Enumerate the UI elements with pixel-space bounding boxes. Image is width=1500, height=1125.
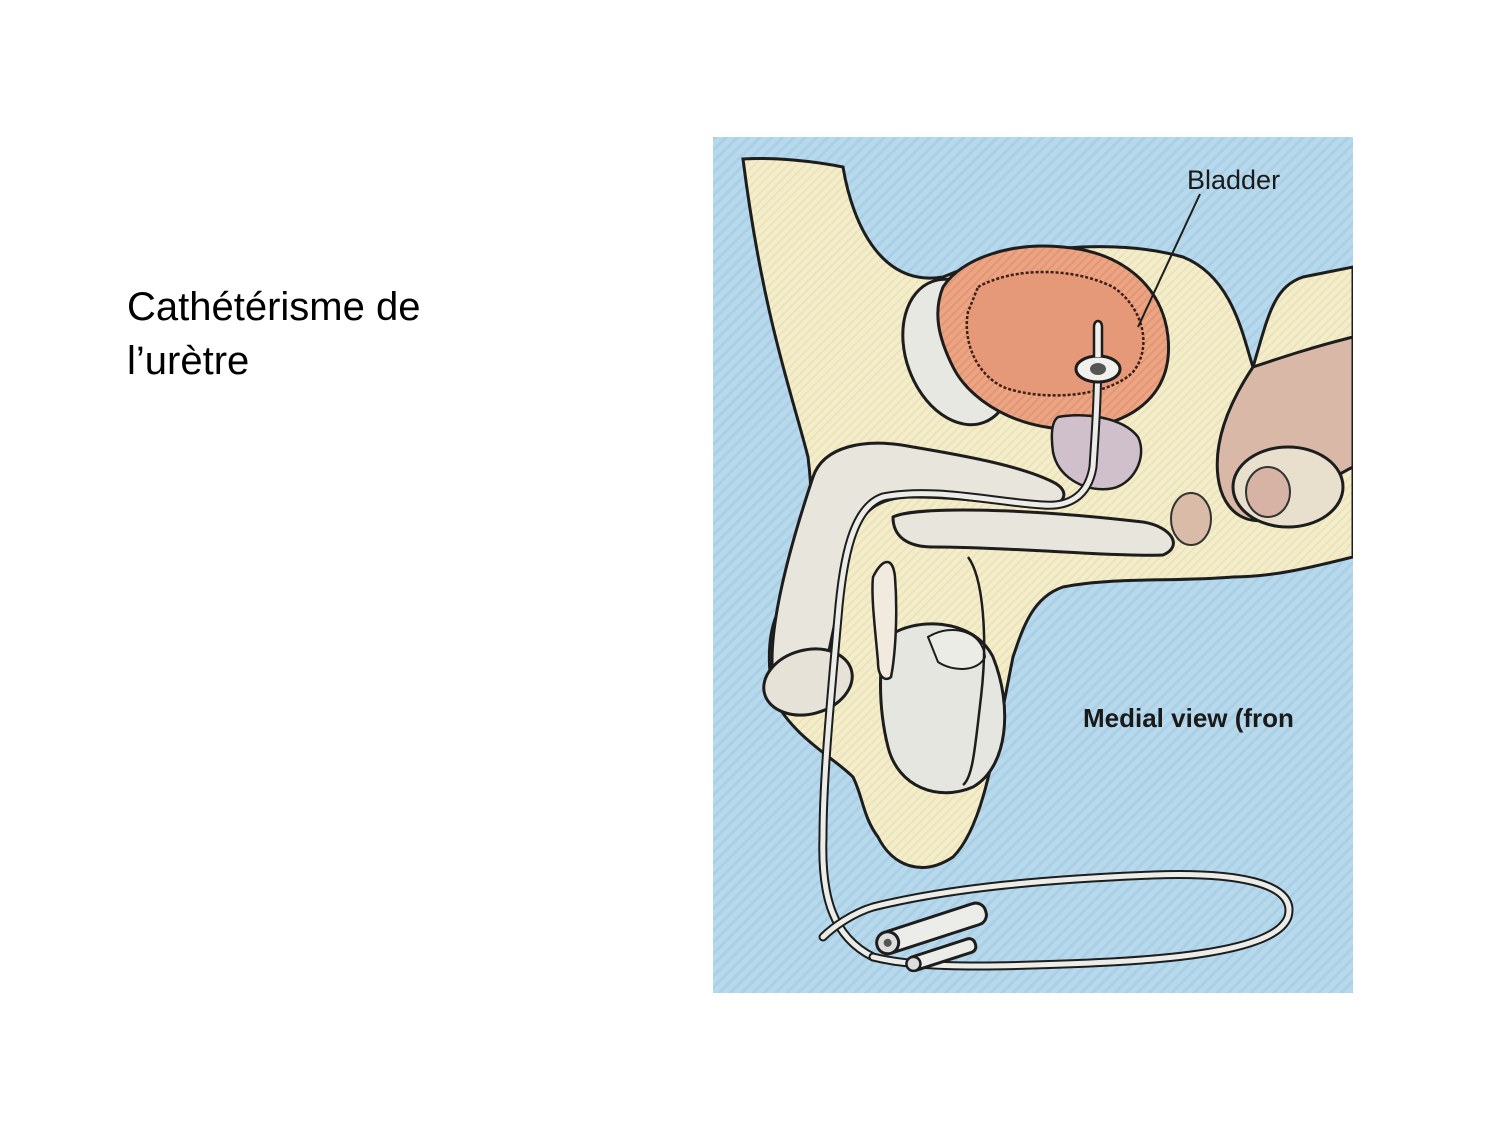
catheter-loop — [820, 872, 1292, 969]
view-caption: Medial view (fron — [1083, 703, 1294, 733]
bladder-label: Bladder — [1187, 165, 1281, 195]
corpus-cavernosum — [891, 508, 1175, 557]
catheterization-diagram — [713, 137, 1353, 993]
anatomy-illustration: Bladder Medial view (fron — [713, 137, 1353, 993]
catheter-tip — [1092, 319, 1104, 357]
slide-title: Cathétérisme de l’urètre — [127, 280, 547, 388]
title-line-2: l’urètre — [127, 339, 250, 383]
catheter-connector — [875, 901, 988, 973]
bladder-leader-line — [1137, 193, 1201, 328]
catheter-tube — [820, 344, 1101, 960]
title-line-1: Cathétérisme de — [127, 285, 421, 329]
spermatic-cord — [871, 560, 898, 681]
